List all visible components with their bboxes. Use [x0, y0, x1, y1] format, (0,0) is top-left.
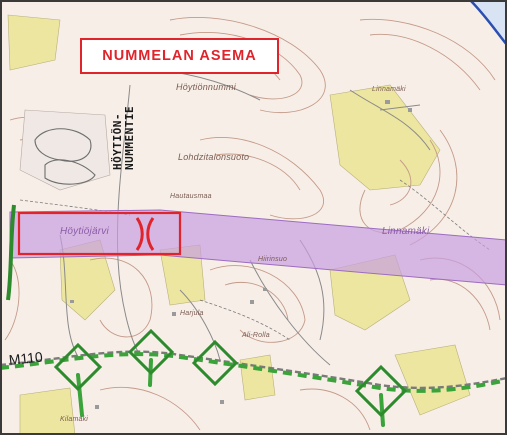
- place-label-linnamaki-east: Linnamäki: [382, 226, 430, 237]
- place-label-lohdziitalo: Lohdzitalonsuoto: [178, 152, 250, 162]
- place-label-hiirinsuo: Hiirinsuo: [258, 256, 288, 263]
- place-label-hautausmaa: Hautausmaa: [170, 193, 212, 200]
- place-label-bottom-left: Kilamäki: [60, 416, 89, 423]
- railway-marker-icon[interactable]: [127, 328, 175, 376]
- station-label: NUMMELAN ASEMA: [102, 48, 257, 64]
- water-area: [469, 0, 507, 46]
- place-label-ali-rolla: Ali-Rolla: [242, 332, 270, 339]
- place-label-hoytiojarvi: Höytiöjärvi: [60, 226, 109, 237]
- bridge-marker-icon: [135, 217, 155, 251]
- road-name-vertical: HÖYTIÖN- NUMMENTIE: [111, 105, 136, 170]
- road-name-line2: NUMMENTIE: [123, 105, 136, 170]
- place-label-lintumaki: Linnamäki: [372, 86, 406, 93]
- planning-area-outline: [17, 211, 182, 256]
- railway-marker-icon[interactable]: [354, 364, 408, 418]
- buildings: [70, 100, 412, 409]
- rail-spur-left: [6, 204, 16, 301]
- railway-alignment: [0, 352, 507, 393]
- track-loops: [34, 128, 96, 185]
- place-label-harjula: Harjula: [180, 310, 204, 317]
- station-label-box[interactable]: NUMMELAN ASEMA: [80, 38, 279, 74]
- railway-marker-icon[interactable]: [53, 342, 103, 392]
- railway-marker-icon[interactable]: [191, 339, 239, 387]
- main-road-m110: [0, 350, 507, 390]
- cleared-area: [19, 109, 111, 191]
- place-label-hoytionnummi: Höytiönnummi: [176, 82, 236, 92]
